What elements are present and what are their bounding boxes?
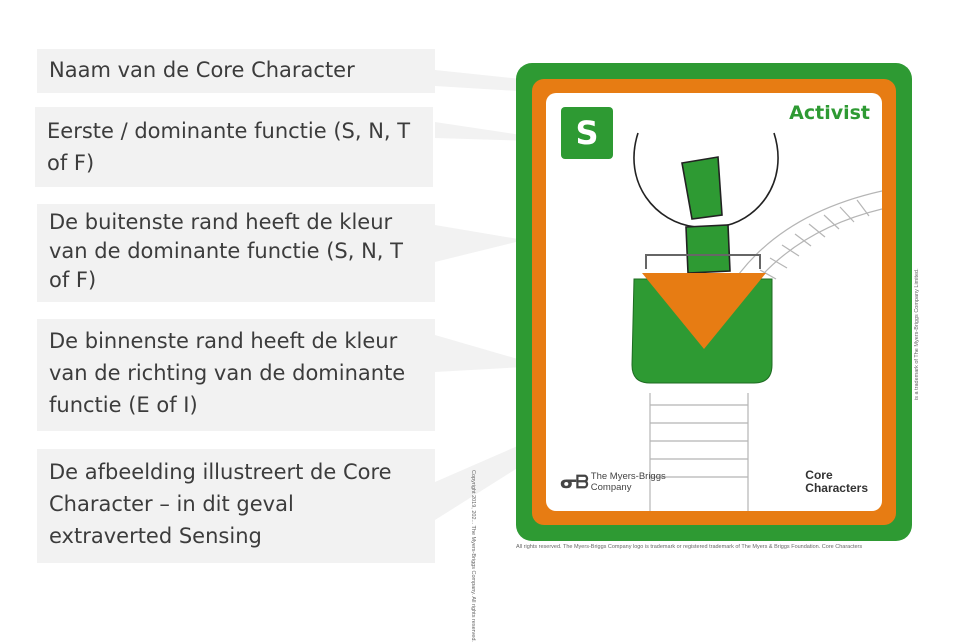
fineprint-bottom: All rights reserved. The Myers-Briggs Co… (516, 544, 863, 550)
myers-briggs-mark-icon: ᓂᗷ (560, 471, 589, 493)
pointer-inner-border (435, 335, 542, 372)
pointer-outer-border (435, 225, 524, 262)
core-characters-line2: Characters (805, 481, 868, 495)
callout-dominant-function: Eerste / dominante functie (S, N, T of F… (35, 107, 433, 187)
myers-briggs-line2: Company (590, 482, 632, 493)
rollercoaster-illustration (631, 132, 882, 511)
callout-illustration: De afbeelding illustreert de Core Charac… (37, 449, 435, 563)
core-characters-logo: Core Characters (805, 469, 868, 495)
callout-outer-border: De buitenste rand heeft de kleur van de … (37, 204, 435, 302)
myers-briggs-logo: ᓂᗷ The Myers-Briggs Company (560, 471, 666, 493)
callout-inner-border: De binnenste rand heeft de kleur van de … (37, 319, 435, 431)
myers-briggs-line1: The Myers-Briggs (590, 471, 666, 482)
dominant-function-badge: S (561, 107, 613, 159)
character-name: Activist (789, 102, 870, 124)
callout-name: Naam van de Core Character (37, 49, 435, 93)
fineprint-right: is a trademark of The Myers-Briggs Compa… (914, 268, 920, 400)
core-characters-line1: Core (805, 468, 833, 482)
card-face: S Activist ᓂᗷ The Myers-Briggs Company C… (546, 93, 882, 511)
myers-briggs-wordmark: The Myers-Briggs Company (591, 471, 666, 493)
fineprint-left: Copyright 2019, 202... The Myers-Briggs … (470, 470, 476, 642)
